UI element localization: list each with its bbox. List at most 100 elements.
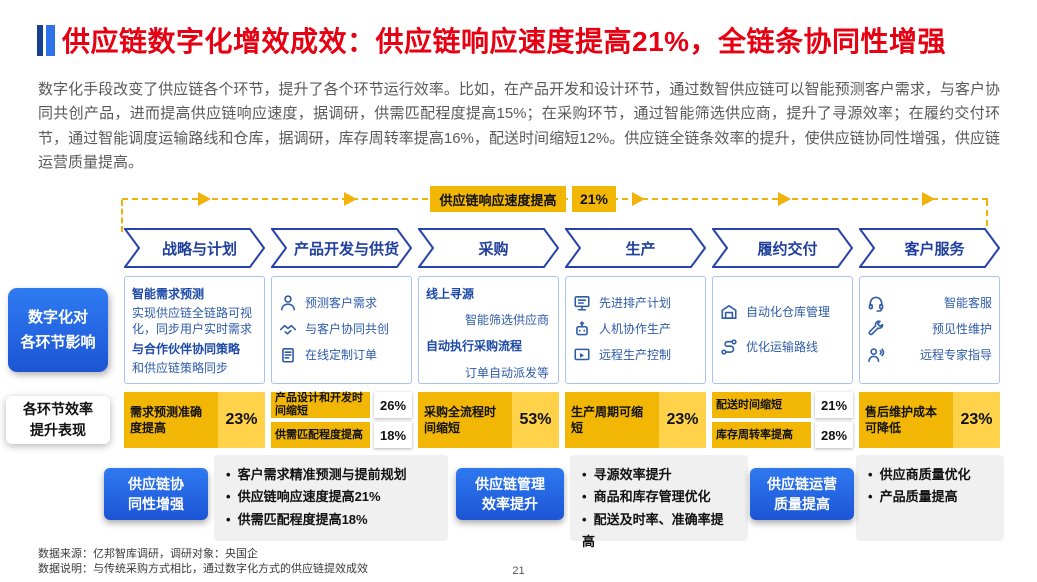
metric-label: 需求预测准确度提高 xyxy=(124,392,218,448)
detail-text: 线上寻源 xyxy=(426,287,475,301)
metric-label: 采购全流程时间缩短 xyxy=(418,392,512,448)
stage-chevron-fulfillment: 履约交付 xyxy=(712,228,853,268)
metric-row: 配送时间缩短 21% xyxy=(712,392,853,418)
remote-screen-icon xyxy=(573,346,591,364)
stage-label: 客户服务 xyxy=(904,240,965,258)
metric-procurement-time: 采购全流程时间缩短 53% xyxy=(418,392,559,448)
detail-text: 实现供应链全链路可视化，同步用户实时需求 xyxy=(132,306,253,337)
warehouse-icon xyxy=(720,303,738,321)
page-title: 供应链数字化增效成效：供应链响应速度提高21%，全链条协同性增强 xyxy=(62,26,947,57)
stage-chevron-service: 客户服务 xyxy=(859,228,1000,268)
metric-label: 配送时间缩短 xyxy=(712,392,811,418)
detail-text: 和供应链策略同步 xyxy=(132,360,229,375)
stage-chevron-strategy: 战略与计划 xyxy=(124,228,265,268)
metric-label: 生产周期可缩短 xyxy=(565,392,659,448)
stage-label: 采购 xyxy=(478,240,509,258)
stage-label: 产品开发与供货 xyxy=(293,240,399,258)
metric-value: 23% xyxy=(659,392,706,448)
wrench-icon xyxy=(867,320,885,338)
data-note: 数据说明：与传统采购方式相比，通过数字化方式的供应链提效成效 xyxy=(38,563,368,575)
headset-icon xyxy=(867,294,885,312)
title-accent-bar-dark xyxy=(37,25,43,56)
metric-row: 供需匹配程度提高 18% xyxy=(271,422,412,448)
impact-label-line1: 数字化对 xyxy=(27,308,88,326)
flow-dashed-stub-right xyxy=(986,200,988,226)
response-speed-value: 21% xyxy=(572,186,616,212)
metric-label: 产品设计和开发时间缩短 xyxy=(271,392,370,418)
response-speed-badge: 供应链响应速度提高 xyxy=(430,186,566,212)
metric-row: 产品设计和开发时间缩短 26% xyxy=(271,392,412,418)
handshake-icon xyxy=(279,320,297,338)
summary-bullet: 供应链响应速度提高21% xyxy=(226,486,436,508)
metric-value: 28% xyxy=(815,422,853,448)
summary-title-line1: 供应链管理 xyxy=(475,475,545,492)
metric-value: 21% xyxy=(815,392,853,418)
summary-title-line2: 质量提高 xyxy=(774,496,830,512)
flow-dashed-stub-left xyxy=(121,200,123,232)
source-note: 数据来源：亿邦智库调研，调研对象：央国企 xyxy=(38,548,258,560)
summary-bullet: 产品质量提高 xyxy=(868,486,992,508)
summary-bullet: 寻源效率提升 xyxy=(582,464,736,486)
detail-text: 订单自动派发等 xyxy=(464,365,549,380)
stage-label: 履约交付 xyxy=(757,240,818,258)
summary-badge-management: 供应链管理 效率提升 xyxy=(456,468,564,520)
metric-value: 23% xyxy=(218,392,265,448)
metric-demand-forecast: 需求预测准确度提高 23% xyxy=(124,392,265,448)
detail-text: 与合作伙伴协同策略 xyxy=(132,341,241,356)
detail-production: 先进排产计划 人机协作生产 远程生产控制 xyxy=(565,276,706,384)
intro-paragraph: 数字化手段改变了供应链各个环节，提升了各个环节运行效率。比如，在产品开发和设计环… xyxy=(38,81,1000,172)
summary-bullet: 供需匹配程度提高18% xyxy=(226,509,436,531)
detail-procurement: 线上寻源 智能筛选供应商 自动执行采购流程 订单自动派发等 xyxy=(418,276,559,384)
detail-text: 人机协作生产 xyxy=(599,321,672,336)
metric-row: 库存周转率提高 28% xyxy=(712,422,853,448)
metric-value: 18% xyxy=(374,422,412,448)
flow-arrow-icon xyxy=(922,192,935,206)
detail-text: 智能筛选供应商 xyxy=(464,313,549,328)
plan-monitor-icon xyxy=(573,294,591,312)
detail-text: 在线定制订单 xyxy=(305,347,378,362)
summary-bullet: 供应商质量优化 xyxy=(868,464,992,486)
flow-arrow-icon xyxy=(632,192,645,206)
metric-value: 23% xyxy=(953,392,1000,448)
detail-text: 智能客服 xyxy=(943,295,992,310)
stage-chevron-procurement: 采购 xyxy=(418,228,559,268)
metric-product-design: 产品设计和开发时间缩短 26% 供需匹配程度提高 18% xyxy=(271,392,412,448)
detail-text: 远程生产控制 xyxy=(599,347,672,362)
stage-chevron-product: 产品开发与供货 xyxy=(271,228,412,268)
summary-list-management: 寻源效率提升 商品和库存管理优化 配送及时率、准确率提高 xyxy=(570,455,748,549)
order-icon xyxy=(279,346,297,364)
metric-delivery: 配送时间缩短 21% 库存周转率提高 28% xyxy=(712,392,853,448)
impact-label-line2: 各环节影响 xyxy=(20,334,96,351)
flow-arrow-icon xyxy=(778,192,791,206)
metric-value: 26% xyxy=(374,392,412,418)
detail-strategy-planning: 智能需求预测 实现供应链全链路可视化，同步用户实时需求 与合作伙伴协同策略 和供… xyxy=(124,276,265,384)
summary-badge-quality: 供应链运营 质量提高 xyxy=(750,468,854,520)
expert-icon xyxy=(867,346,885,364)
detail-text: 自动执行采购流程 xyxy=(426,339,523,354)
summary-list-quality: 供应商质量优化 产品质量提高 xyxy=(856,455,1004,541)
stage-label: 战略与计划 xyxy=(161,240,237,258)
summary-title-line2: 同性增强 xyxy=(128,496,184,512)
page-number: 21 xyxy=(512,565,525,577)
summary-badge-synergy: 供应链协 同性增强 xyxy=(104,468,208,520)
detail-text: 智能需求预测 xyxy=(132,287,205,301)
metric-value: 53% xyxy=(512,392,559,448)
detail-text: 远程专家指导 xyxy=(919,347,992,362)
detail-customer-service: 智能客服 预见性维护 远程专家指导 xyxy=(859,276,1000,384)
summary-title-line1: 供应链协 xyxy=(128,475,184,492)
summary-bullet: 商品和库存管理优化 xyxy=(582,486,736,508)
metric-production-cycle: 生产周期可缩短 23% xyxy=(565,392,706,448)
summary-list-synergy: 客户需求精准预测与提前规划 供应链响应速度提高21% 供需匹配程度提高18% xyxy=(214,455,448,541)
robot-icon xyxy=(573,320,591,338)
efficiency-label-line2: 提升表现 xyxy=(30,422,86,438)
detail-text: 与客户协同共创 xyxy=(305,321,390,336)
detail-text: 预见性维护 xyxy=(931,321,992,336)
route-icon xyxy=(720,338,738,356)
stage-chevron-production: 生产 xyxy=(565,228,706,268)
detail-text: 优化运输路线 xyxy=(746,339,819,354)
person-icon xyxy=(279,294,297,312)
summary-title-line1: 供应链运营 xyxy=(767,475,837,492)
summary-title-line2: 效率提升 xyxy=(482,496,538,512)
flow-arrow-icon xyxy=(344,192,357,206)
